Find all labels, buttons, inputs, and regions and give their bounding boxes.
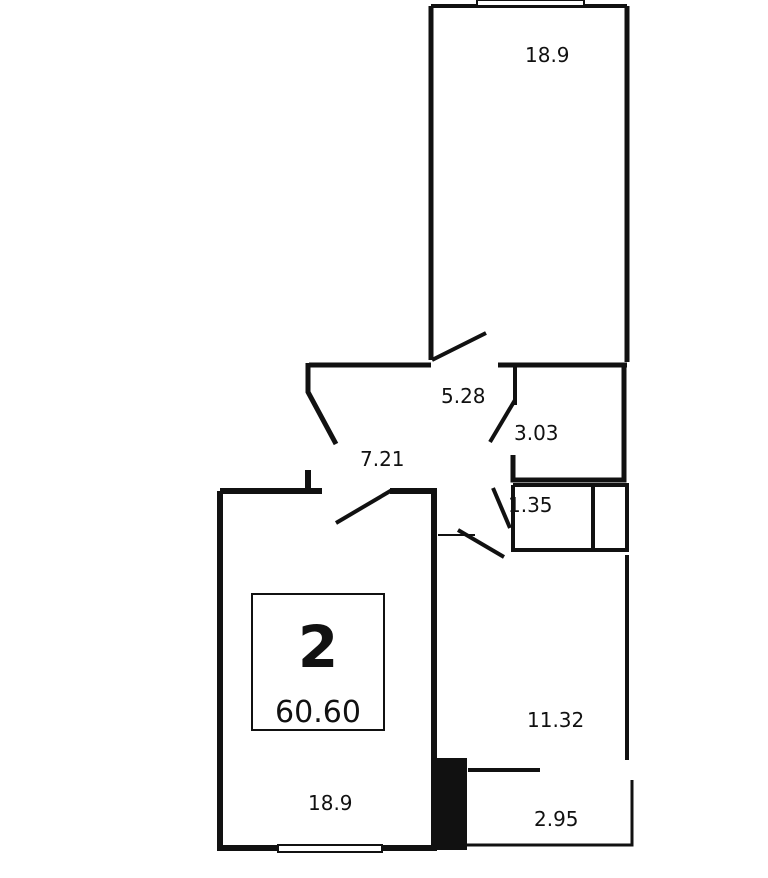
area-label-corridor: 5.28: [441, 384, 486, 408]
wall-left-room-top: [220, 470, 322, 494]
wall-toilet: [511, 483, 629, 552]
door-bathroom: [488, 398, 517, 444]
window-left-room: [277, 844, 383, 853]
wall-hall-left: [305, 363, 339, 446]
walls: [217, 4, 634, 851]
area-label-kitchen: 11.32: [527, 708, 584, 732]
wall-balcony: [458, 780, 634, 847]
wall-left-room: [217, 488, 437, 851]
area-label-bathroom: 3.03: [514, 421, 559, 445]
rooms-count: 2: [298, 613, 338, 681]
door-top-room: [431, 331, 487, 362]
doors: [334, 331, 517, 559]
area-label-room-bottom-left: 18.9: [308, 791, 353, 815]
area-label-balcony: 2.95: [534, 807, 579, 831]
window-top-room: [476, 0, 585, 7]
wall-top-room: [428, 6, 630, 362]
area-label-hall: 7.21: [360, 447, 405, 471]
door-left-room: [334, 488, 394, 525]
door-kitchen: [456, 528, 506, 559]
windows: [277, 0, 585, 853]
door-toilet: [491, 487, 512, 529]
area-label-toilet: 1.35: [508, 493, 553, 517]
wall-kitchen-pillar: [437, 758, 467, 850]
wall-bathroom: [510, 365, 627, 483]
area-label-room-top: 18.9: [525, 43, 570, 67]
summary-box: [251, 593, 385, 731]
total-area: 60.60: [275, 695, 361, 730]
